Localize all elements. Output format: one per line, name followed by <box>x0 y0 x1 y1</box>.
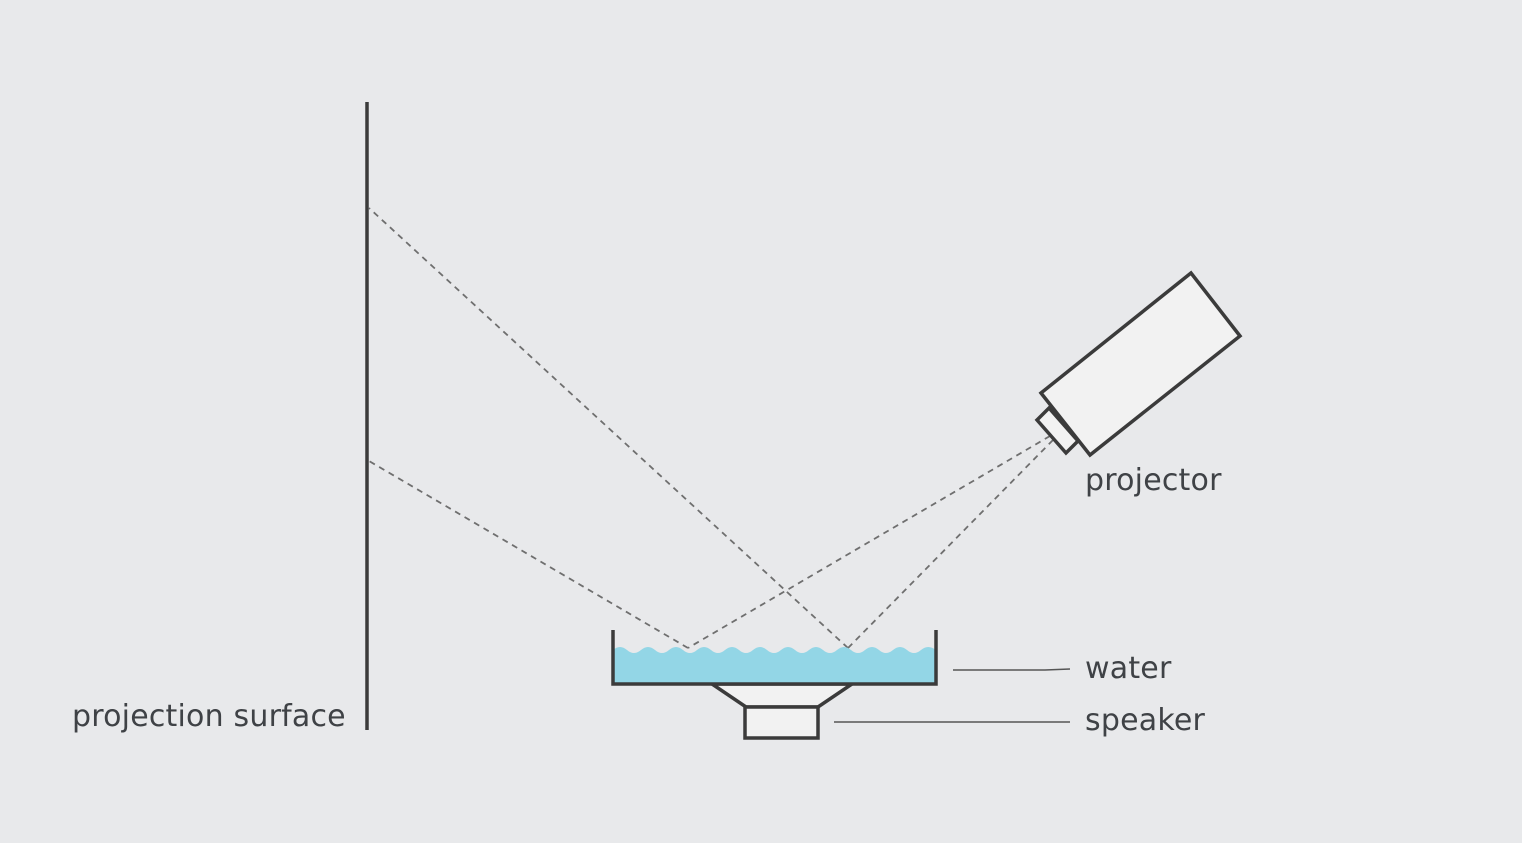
light-rays <box>368 207 1054 649</box>
speaker-body <box>743 705 820 740</box>
speaker-cone <box>706 682 858 709</box>
water-tray <box>611 630 938 686</box>
water-leader-line <box>953 668 1071 671</box>
ray-projector-to-water-right <box>847 439 1054 649</box>
projector-body <box>1038 270 1243 458</box>
ray-water-to-surface-lower <box>368 460 689 649</box>
projection-surface-label: projection surface <box>72 699 346 734</box>
water-fill <box>613 647 936 684</box>
water-label: water <box>1085 651 1172 686</box>
projector-lens <box>1034 405 1081 456</box>
speaker-label: speaker <box>1085 703 1205 738</box>
projector-label: projector <box>1085 463 1222 498</box>
ray-water-to-surface-upper <box>368 207 849 649</box>
ray-projector-to-water-left <box>687 435 1051 649</box>
